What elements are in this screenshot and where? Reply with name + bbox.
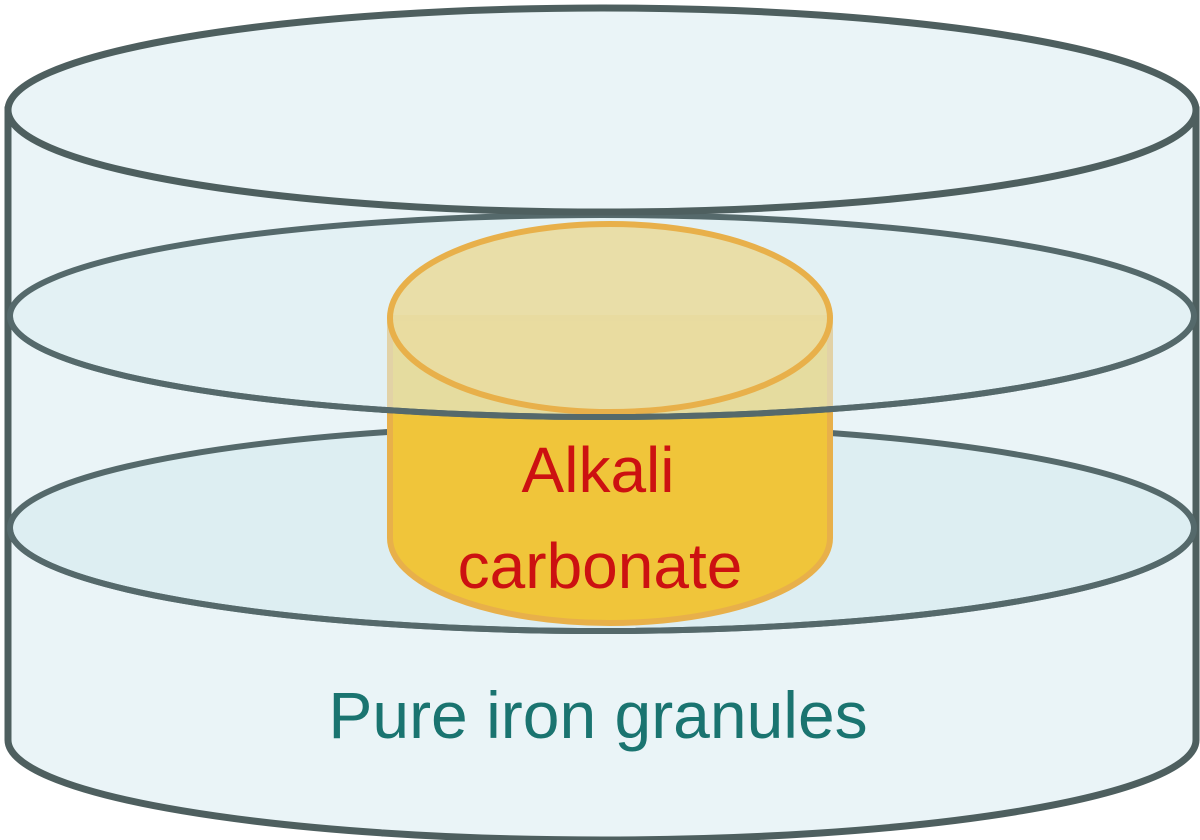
outer-label: Pure iron granules [328,678,867,752]
lower-disc-front-rim [7,527,1197,634]
core-label-line2: carbonate [458,530,743,602]
container-top-lid [4,4,1200,216]
middle-disc-front-rim [7,315,1197,420]
carbonate-core-top [387,221,833,415]
core-label-line1: Alkali [522,434,675,506]
